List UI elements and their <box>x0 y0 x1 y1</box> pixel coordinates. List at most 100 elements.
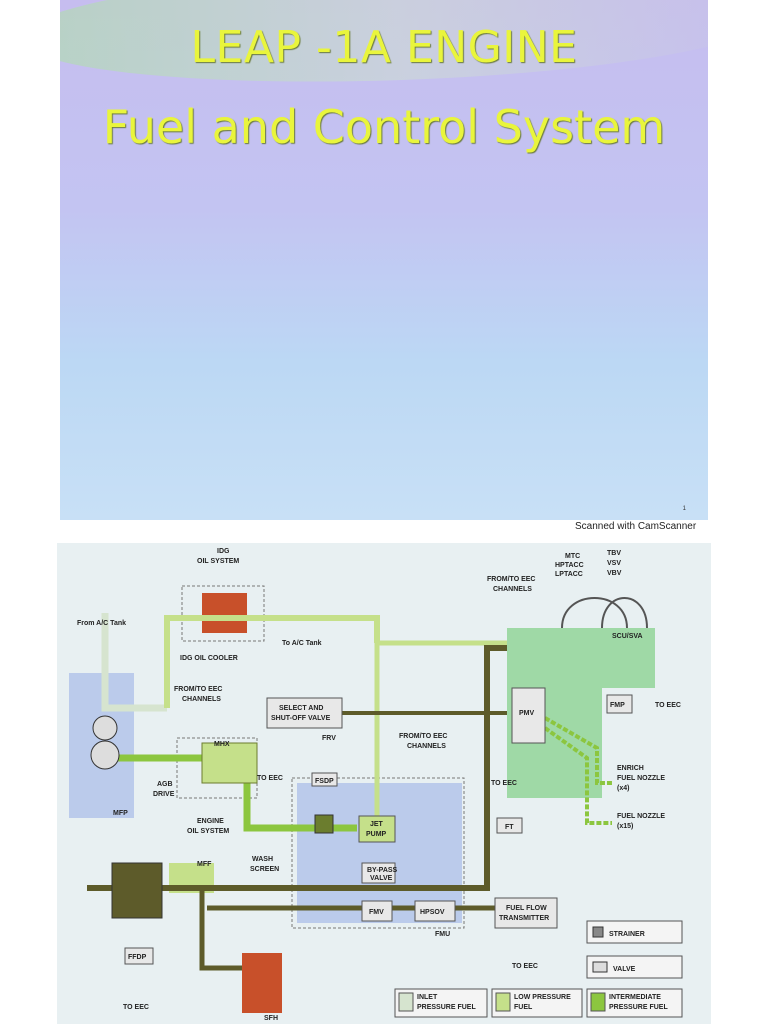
scan-watermark: Scanned with CamScanner <box>575 521 697 532</box>
title-slide: LEAP -1A ENGINE Fuel and Control System … <box>60 0 708 520</box>
to-eec-ffdp-label: TO EEC <box>123 1004 149 1011</box>
enrich-label-2: FUEL NOZZLE <box>617 775 665 782</box>
idg-oil-cooler-label: IDG OIL COOLER <box>180 655 238 662</box>
legend-valve-box <box>586 955 683 979</box>
select-shutoff-valve <box>266 697 343 729</box>
fmp-label: FMP <box>610 702 625 709</box>
fmp-block <box>606 694 633 714</box>
legend-low-label-1: LOW PRESSURE <box>514 994 571 1001</box>
to-eec-ft-label: TO EEC <box>491 780 517 787</box>
frv-label: FRV <box>322 735 336 742</box>
eec-channels-top-2: CHANNELS <box>493 586 532 593</box>
jet-pump-label-1: JET <box>370 821 384 828</box>
legend-low-swatch <box>495 992 511 1012</box>
legend-inlet-label-1: INLET <box>417 994 438 1001</box>
eec-channels-left-2: CHANNELS <box>182 696 221 703</box>
legend-intermediate-swatch <box>590 992 606 1012</box>
bypass-valve <box>361 862 396 884</box>
legend-strainer-box <box>586 920 683 944</box>
scu-sva-label: SCU/SVA <box>612 633 643 640</box>
legend-valve-label: VALVE <box>613 966 636 973</box>
fuel-system-diagram: IDG OIL SYSTEM From A/C Tank IDG OIL COO… <box>57 543 711 1024</box>
eec-channels-left-1: FROM/TO EEC <box>174 686 222 693</box>
idg-oil-system-box <box>181 585 265 642</box>
mtc-label: MTC <box>565 553 580 560</box>
legend-inlet-label-2: PRESSURE FUEL <box>417 1004 476 1011</box>
mff-label: MFF <box>197 861 212 868</box>
fuel-nozzle-label-1: FUEL NOZZLE <box>617 813 665 820</box>
scu-actuator-arcs <box>561 597 648 629</box>
idg-oil-cooler-block <box>202 593 247 633</box>
agb-label: AGB <box>157 781 173 788</box>
pmv-nozzle-lines <box>544 716 612 785</box>
mfp-label: MFP <box>113 810 128 817</box>
pmv-nozzle-lines-2 <box>543 726 612 825</box>
enrich-label-3: (x4) <box>617 785 629 792</box>
legend-inlet-swatch <box>398 992 414 1012</box>
legend-intermediate-label-1: INTERMEDIATE <box>609 994 661 1001</box>
legend-valve-swatch <box>592 961 608 973</box>
fuel-system-schematic: IDG OIL SYSTEM From A/C Tank IDG OIL COO… <box>69 548 683 1022</box>
screen-label: SCREEN <box>250 866 279 873</box>
vbv-label: VBV <box>607 570 622 577</box>
fuel-nozzle-label-2: (x15) <box>617 823 633 830</box>
select-shutoff-label-2: SHUT-OFF VALVE <box>271 715 331 722</box>
vsv-label: VSV <box>607 560 621 567</box>
pmv-label: PMV <box>519 710 535 717</box>
fmv-label: FMV <box>369 909 384 916</box>
slide-title-line2: Fuel and Control System <box>102 100 666 154</box>
sfh-block <box>242 953 282 1013</box>
legend-intermediate-label-2: PRESSURE FUEL <box>609 1004 668 1011</box>
fft-label-1: FUEL FLOW <box>506 905 547 912</box>
inlet-pipe-top-loop <box>164 615 380 708</box>
drive-label: DRIVE <box>153 791 175 798</box>
high-pressure-lower <box>199 888 242 971</box>
ft-label: FT <box>505 824 514 831</box>
eec-channels-top-1: FROM/TO EEC <box>487 576 535 583</box>
ffdp-block <box>124 947 154 965</box>
select-shutoff-label-1: SELECT AND <box>279 705 323 712</box>
engine-oil-label-2: OIL SYSTEM <box>187 828 229 835</box>
wash-label: WASH <box>252 856 273 863</box>
legend-strainer-label: STRAINER <box>609 931 645 938</box>
to-eec-fft-label: TO EEC <box>512 963 538 970</box>
fsdp-label: FSDP <box>315 778 334 785</box>
mhx-block <box>201 742 258 784</box>
fmu-label: FMU <box>435 931 450 938</box>
inlet-pipe-from-tank <box>101 613 167 712</box>
from-ac-tank-label: From A/C Tank <box>77 620 126 627</box>
fsdp-block <box>311 772 338 787</box>
mfp-pump-bottom <box>90 740 120 770</box>
scu-block <box>507 628 655 688</box>
fuel-flow-transmitter <box>494 897 558 929</box>
mfp-pump-top <box>92 715 118 741</box>
to-eec-fmp-label: TO EEC <box>655 702 681 709</box>
ft-block <box>496 817 523 834</box>
fmv-block <box>361 900 393 922</box>
bypass-label-1: BY-PASS <box>367 867 398 874</box>
slide-page-number: 1 <box>682 506 686 512</box>
enrich-label-1: ENRICH <box>617 765 644 772</box>
slide-title-line1: LEAP -1A ENGINE <box>190 22 578 73</box>
legend-low-label-2: FUEL <box>514 1004 533 1011</box>
mhx-label: MHX <box>214 741 230 748</box>
jet-pump-block <box>358 815 396 843</box>
eec-channels-mid-2: CHANNELS <box>407 743 446 750</box>
tbv-label: TBV <box>607 550 621 557</box>
fft-label-2: TRANSMITTER <box>499 915 549 922</box>
ffdp-label: FFDP <box>128 954 147 961</box>
to-ac-tank-label: To A/C Tank <box>282 640 322 647</box>
jet-pump-label-2: PUMP <box>366 831 387 838</box>
idg-label-2: OIL SYSTEM <box>197 558 239 565</box>
bypass-label-2: VALVE <box>370 875 393 882</box>
intermediate-pipe-mhx <box>105 754 357 832</box>
idg-label-1: IDG <box>217 548 230 555</box>
pmv-block <box>511 687 546 744</box>
lptacc-label: LPTACC <box>555 571 583 578</box>
hpsov-block <box>414 900 456 922</box>
eec-channels-mid-1: FROM/TO EEC <box>399 733 447 740</box>
high-pressure-main <box>87 645 507 891</box>
sfh-label: SFH <box>264 1015 278 1022</box>
mff-filter <box>111 862 163 919</box>
hpsov-label: HPSOV <box>420 909 445 916</box>
